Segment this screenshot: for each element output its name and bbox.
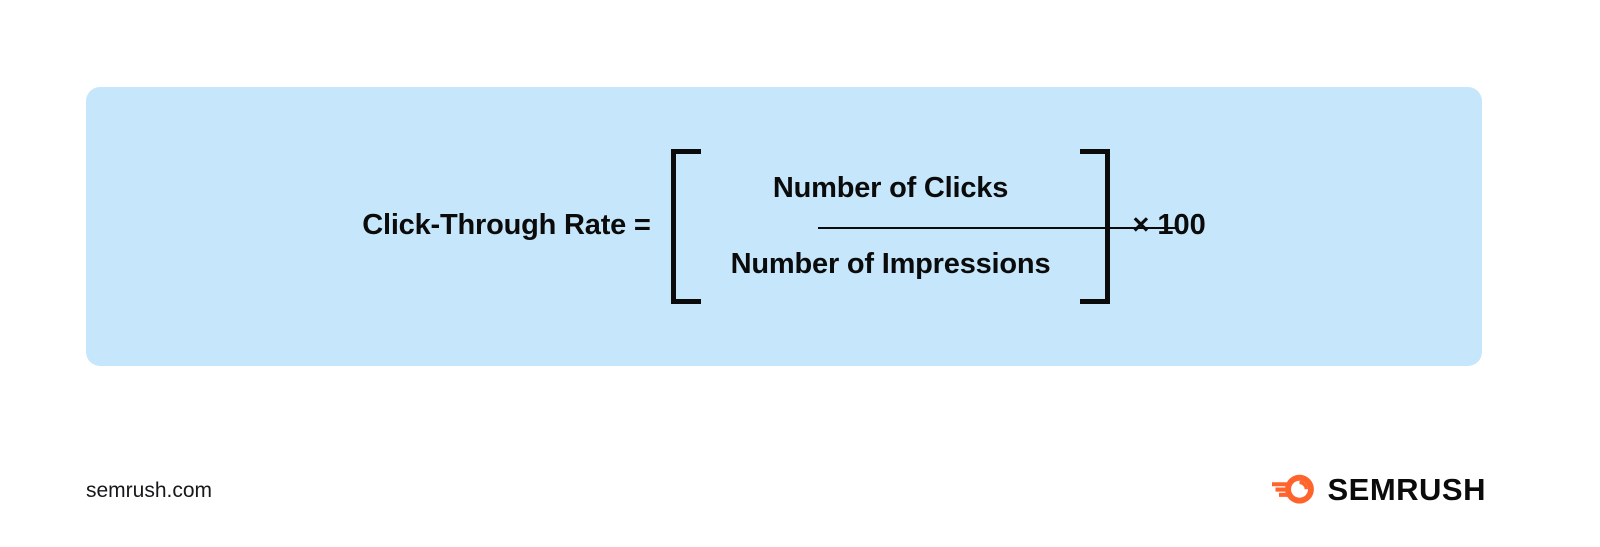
fraction: Number of Clicks Number of Impressions bbox=[701, 174, 1081, 279]
site-url-label: semrush.com bbox=[86, 479, 213, 502]
semrush-comet-icon bbox=[1272, 474, 1315, 504]
formula-multiplier-label: × 100 bbox=[1132, 209, 1206, 241]
fraction-denominator-label: Number of Impressions bbox=[730, 248, 1051, 280]
brand-wordmark-label: SEMRUSH bbox=[1327, 471, 1486, 507]
bracket-close-icon bbox=[1080, 149, 1111, 304]
formula-expression: Click-Through Rate = Number of Clicks Nu… bbox=[86, 87, 1482, 366]
formula-panel: Click-Through Rate = Number of Clicks Nu… bbox=[86, 87, 1482, 366]
formula-left-side-label: Click-Through Rate = bbox=[362, 209, 651, 241]
fraction-bar bbox=[818, 227, 1176, 229]
brand-logo: SEMRUSH bbox=[1270, 470, 1486, 508]
fraction-numerator-label: Number of Clicks bbox=[772, 172, 1009, 204]
bracket-open-icon bbox=[670, 149, 701, 304]
